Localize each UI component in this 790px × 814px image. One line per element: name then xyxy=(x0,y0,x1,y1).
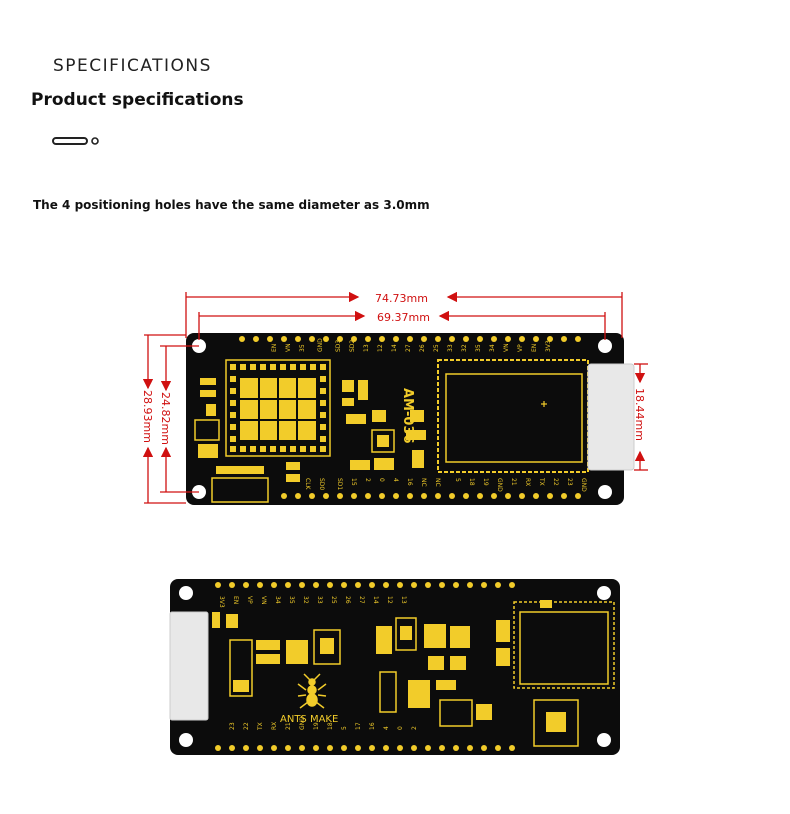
svg-text:33: 33 xyxy=(316,596,323,604)
svg-text:34: 34 xyxy=(489,344,496,352)
dimension-overall-width: 28.93mm xyxy=(141,390,154,443)
dimension-connector-width: 18.44mm xyxy=(633,388,646,441)
svg-text:VP: VP xyxy=(246,596,253,604)
svg-text:19: 19 xyxy=(313,722,320,730)
svg-text:0: 0 xyxy=(378,478,385,482)
svg-text:25: 25 xyxy=(433,344,440,352)
svg-text:EN: EN xyxy=(531,344,538,352)
svg-text:32: 32 xyxy=(302,596,309,604)
svg-text:2: 2 xyxy=(411,726,418,730)
svg-text:26: 26 xyxy=(419,344,426,352)
svg-text:33: 33 xyxy=(447,344,454,352)
svg-text:35: 35 xyxy=(299,344,306,352)
svg-text:15: 15 xyxy=(350,478,357,486)
pin-labels-top: EN VN 35 GND SD3 SD2 13 12 14 27 26 25 3… xyxy=(271,338,552,352)
svg-text:14: 14 xyxy=(391,344,398,352)
pin-labels-bottom: CLK SD0 SD1 15 2 0 4 16 NC NC 5 18 19 GN… xyxy=(304,477,587,492)
svg-text:16: 16 xyxy=(406,478,413,486)
divider-pill-icon xyxy=(52,137,99,145)
svg-text:16: 16 xyxy=(369,722,376,730)
svg-text:35: 35 xyxy=(475,344,482,352)
svg-text:EN: EN xyxy=(271,344,278,352)
svg-text:4: 4 xyxy=(383,726,390,730)
soc-module xyxy=(225,359,331,457)
svg-text:12: 12 xyxy=(377,344,384,352)
usb-port-outline xyxy=(211,466,269,503)
pin-header-bottom-board-top xyxy=(215,582,515,588)
svg-text:35: 35 xyxy=(288,596,295,604)
svg-text:NC: NC xyxy=(420,478,427,487)
svg-text:4: 4 xyxy=(392,478,399,482)
pin-labels-bottom-board: 3V3 EN VP VN 34 35 32 33 25 26 27 14 12 … xyxy=(218,596,418,731)
svg-text:18: 18 xyxy=(327,722,334,730)
svg-text:VN: VN xyxy=(260,596,267,605)
svg-text:13: 13 xyxy=(400,596,407,604)
dimension-hole-spacing-width: 24.82mm xyxy=(159,392,172,445)
connector-housing xyxy=(587,363,635,471)
svg-text:RX: RX xyxy=(271,722,278,730)
model-label: AM-036 xyxy=(400,388,415,444)
svg-text:TX: TX xyxy=(257,722,264,731)
svg-text:3V3: 3V3 xyxy=(218,596,225,608)
svg-text:34: 34 xyxy=(274,596,281,604)
svg-text:SD1: SD1 xyxy=(336,478,343,490)
svg-text:26: 26 xyxy=(344,596,351,604)
svg-text:GND: GND xyxy=(317,338,324,352)
svg-text:32: 32 xyxy=(461,344,468,352)
svg-text:SD3: SD3 xyxy=(335,340,342,352)
svg-text:EN: EN xyxy=(232,596,239,604)
svg-text:TX: TX xyxy=(538,477,545,486)
svg-text:2: 2 xyxy=(364,478,371,482)
ant-logo-icon xyxy=(297,673,327,709)
svg-text:25: 25 xyxy=(330,596,337,604)
positioning-holes-note: The 4 positioning holes have the same di… xyxy=(33,198,430,212)
pin-header-bottom-board-bottom xyxy=(215,745,515,751)
section-title: SPECIFICATIONS xyxy=(53,56,212,76)
svg-text:5: 5 xyxy=(341,726,348,730)
svg-text:GND: GND xyxy=(580,478,587,492)
svg-text:CLK: CLK xyxy=(304,478,311,491)
brand-label: ANTS MAKE xyxy=(280,714,338,725)
svg-text:SD0: SD0 xyxy=(318,478,325,490)
dimension-hole-spacing-length: 69.37mm xyxy=(377,311,430,324)
pin-header-bottom xyxy=(281,493,581,499)
svg-text:17: 17 xyxy=(355,722,362,730)
svg-text:18: 18 xyxy=(468,478,475,486)
svg-text:VN: VN xyxy=(285,343,292,352)
mounting-holes-bottom xyxy=(179,586,611,747)
svg-text:NC: NC xyxy=(434,478,441,487)
svg-text:VP: VP xyxy=(517,344,524,352)
svg-text:27: 27 xyxy=(358,596,365,604)
svg-text:3V3: 3V3 xyxy=(545,340,552,352)
svg-text:27: 27 xyxy=(405,344,412,352)
svg-text:VN: VN xyxy=(503,343,510,352)
svg-text:SD2: SD2 xyxy=(349,340,356,352)
svg-text:23: 23 xyxy=(566,478,573,486)
product-specifications-title: Product specifications xyxy=(31,90,244,110)
dimension-lines xyxy=(142,291,648,504)
sd-card-slot xyxy=(513,600,615,689)
svg-text:5: 5 xyxy=(454,478,461,482)
svg-text:21: 21 xyxy=(510,478,517,486)
smd-components-top xyxy=(194,378,426,482)
smd-components-bottom xyxy=(212,612,510,727)
svg-text:RX: RX xyxy=(524,478,531,486)
svg-text:GND: GND xyxy=(299,716,306,730)
svg-text:12: 12 xyxy=(386,596,393,604)
svg-text:19: 19 xyxy=(482,478,489,486)
pin-header-top xyxy=(239,336,581,342)
svg-text:14: 14 xyxy=(372,596,379,604)
svg-text:0: 0 xyxy=(397,726,404,730)
svg-text:GND: GND xyxy=(496,478,503,492)
svg-text:13: 13 xyxy=(363,344,370,352)
dimension-overall-length: 74.73mm xyxy=(375,292,428,305)
svg-text:21: 21 xyxy=(285,722,292,730)
antenna-component xyxy=(533,699,579,747)
svg-text:22: 22 xyxy=(243,722,250,730)
svg-text:22: 22 xyxy=(552,478,559,486)
svg-text:23: 23 xyxy=(229,722,236,730)
connector-housing-bottom xyxy=(169,611,209,721)
